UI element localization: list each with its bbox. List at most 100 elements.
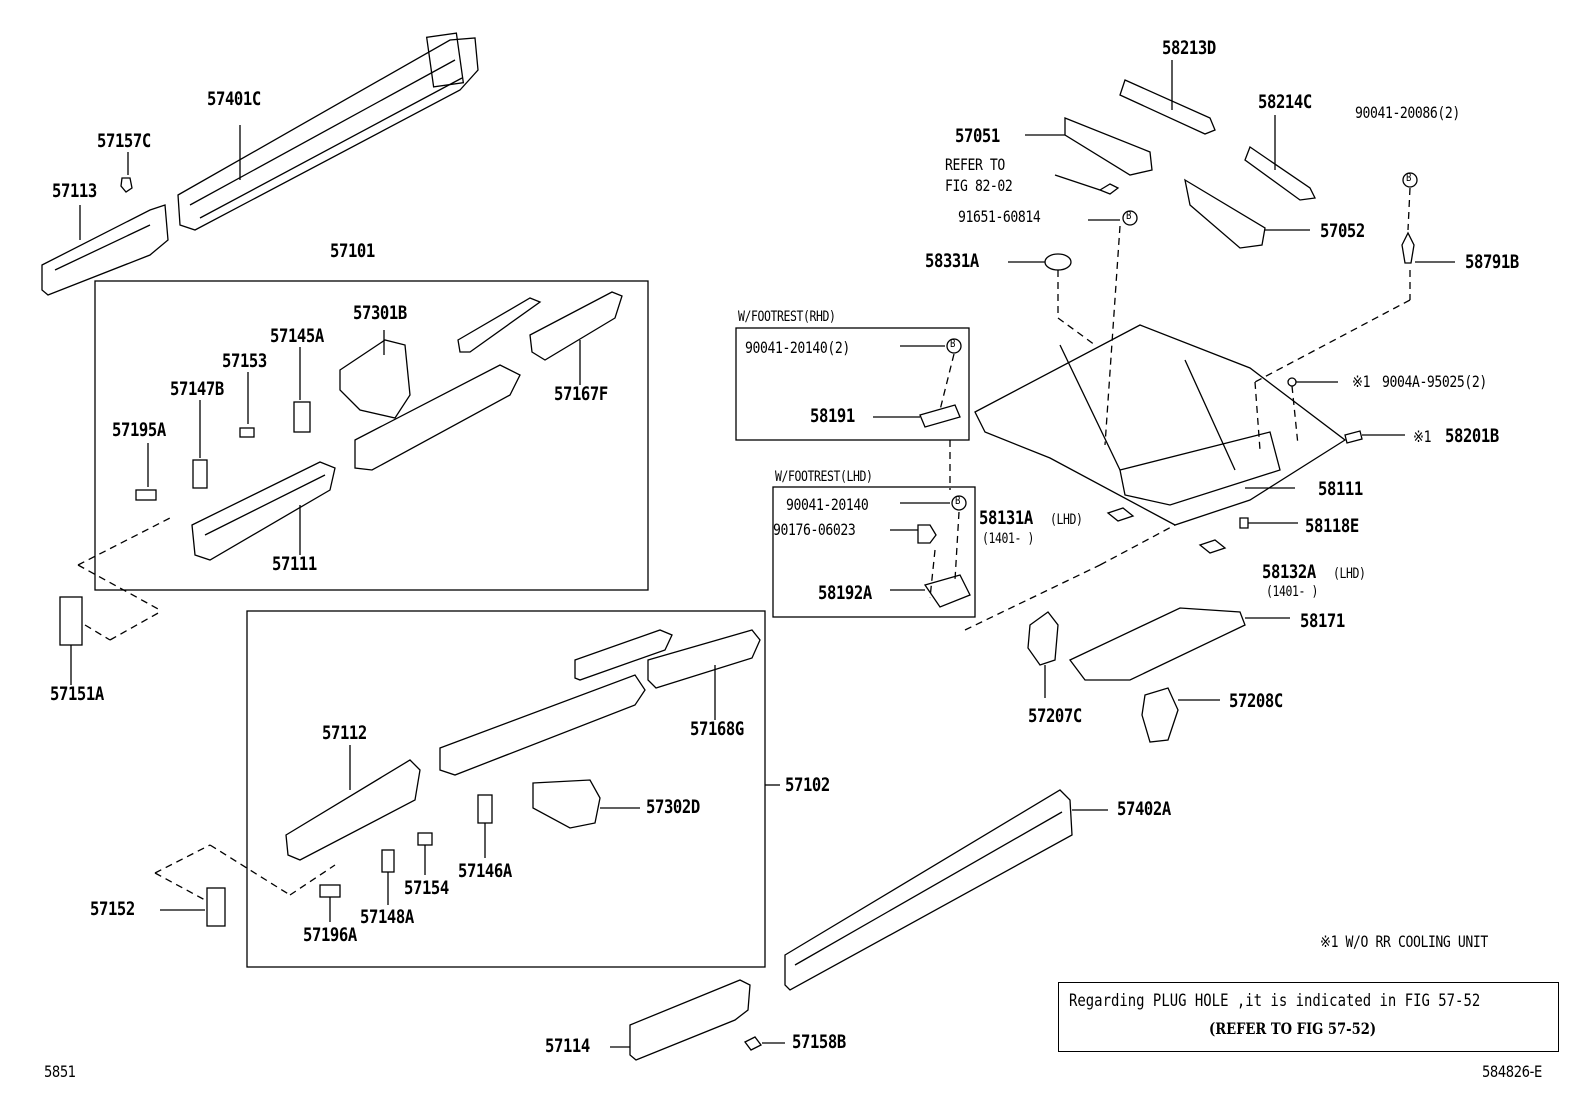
part-57301B-shape [339,330,411,419]
label-57402A[interactable]: 57402A [1117,798,1171,820]
label-refer-to: REFER TO [945,155,1005,174]
label-90176-06023[interactable]: 90176-06023 [773,520,856,539]
plug-hole-note: Regarding PLUG HOLE ,it is indicated in … [1069,991,1481,1011]
label-mark1-b: ※1 [1413,427,1432,446]
part-57301-rail-shape [354,364,521,471]
label-57102[interactable]: 57102 [785,774,830,796]
label-57111[interactable]: 57111 [272,553,317,575]
part-57145A-shape [293,401,311,433]
label-58132A[interactable]: 58132A [1262,561,1316,583]
part-57167F-shape [529,291,623,385]
label-57157C[interactable]: 57157C [97,130,151,152]
part-58192A-shape [923,574,971,608]
label-57158B[interactable]: 57158B [792,1031,846,1053]
part-57207C-shape [1027,611,1059,666]
part-57195A-shape [135,489,157,501]
label-57302D[interactable]: 57302D [646,796,700,818]
part-refer-fig-bracket-shape [1098,183,1120,195]
label-58192A[interactable]: 58192A [818,582,872,604]
label-fig-82-02[interactable]: FIG 82-02 [945,176,1013,195]
label-57147B[interactable]: 57147B [170,378,224,400]
part-57302D-shape [532,779,601,829]
part-57208C-shape [1141,687,1179,743]
label-58191[interactable]: 58191 [810,405,855,427]
label-58171[interactable]: 58171 [1300,610,1345,632]
part-57401C-shape [177,32,479,231]
label-57145A[interactable]: 57145A [270,325,324,347]
label-58132A-lhd: (LHD) [1333,566,1366,582]
group-box-footrest-lhd [772,486,976,618]
part-57147B-shape [192,459,208,489]
label-57208C[interactable]: 57208C [1229,690,1283,712]
part-57158B-shape [744,1036,762,1051]
plug-hole-note-box: Regarding PLUG HOLE ,it is indicated in … [1058,982,1559,1052]
label-57154[interactable]: 57154 [404,877,449,899]
label-57151A[interactable]: 57151A [50,683,104,705]
label-57114[interactable]: 57114 [545,1035,590,1057]
part-58131A-shape [1106,507,1135,522]
part-58791B-shape [1401,231,1415,264]
label-58131A-range: (1401- ) [982,531,1035,547]
part-57102-rail-lower-shape [439,674,646,776]
bolt-b-marker-shape [1122,210,1138,226]
label-57052[interactable]: 57052 [1320,220,1365,242]
label-57301B[interactable]: 57301B [353,302,407,324]
label-57152[interactable]: 57152 [90,898,135,920]
label-58331A[interactable]: 58331A [925,250,979,272]
label-57195A[interactable]: 57195A [112,419,166,441]
label-57167F[interactable]: 57167F [554,383,608,405]
label-57146A[interactable]: 57146A [458,860,512,882]
label-58791B[interactable]: 58791B [1465,251,1519,273]
part-57153-shape [239,427,255,438]
label-58118E[interactable]: 58118E [1305,515,1359,537]
label-57196A[interactable]: 57196A [303,924,357,946]
part-57111-shape [191,461,336,561]
part-57154-shape [417,832,433,846]
label-mark1-a: ※1 [1352,372,1371,391]
label-91651-60814[interactable]: 91651-60814 [958,207,1041,226]
label-58201B[interactable]: 58201B [1445,425,1499,447]
label-57113[interactable]: 57113 [52,180,97,202]
label-90041-20140-2[interactable]: 90041-20140(2) [745,338,850,357]
part-57148A-shape [381,849,395,873]
refer-fig-57-52-link[interactable]: (REFER TO FIG 57-52) [1209,1019,1377,1038]
label-90041-20140[interactable]: 90041-20140 [786,495,869,514]
label-57112[interactable]: 57112 [322,722,367,744]
part-rail-upper-shape [457,297,542,353]
label-57051[interactable]: 57051 [955,125,1000,147]
part-57051-shape [1064,117,1153,176]
bolt-b-90041-20086: B [1406,171,1412,184]
part-9004A-95025-shape [1287,377,1297,387]
bolt-b-rhd: B [950,337,956,350]
part-58132A-shape [1198,539,1227,554]
label-57207C[interactable]: 57207C [1028,705,1082,727]
label-58214C[interactable]: 58214C [1258,91,1312,113]
leader-dashed-57151A [77,517,171,641]
label-58131A[interactable]: 58131A [979,507,1033,529]
part-58214C-shape [1244,145,1316,201]
label-58131A-lhd: (LHD) [1050,512,1083,528]
label-57148A[interactable]: 57148A [360,906,414,928]
group-box-57102 [246,610,766,968]
part-57168G-shape [647,629,761,720]
part-58118E-shape [1239,517,1249,529]
label-58132A-range: (1401- ) [1266,584,1319,600]
part-57157C-shape [120,177,133,193]
part-57052-shape [1184,178,1266,249]
label-57168G[interactable]: 57168G [690,718,744,740]
label-90041-20086[interactable]: 90041-20086(2) [1355,103,1460,122]
part-90176-06023-shape [917,524,937,544]
part-58331A-shape [1044,253,1072,271]
label-footrest-lhd: W/FOOTREST(LHD) [775,469,873,485]
leader-dashed-57152 [154,844,336,901]
cooling-unit-note: ※1 W/O RR COOLING UNIT [1320,932,1488,951]
label-58111[interactable]: 58111 [1318,478,1363,500]
label-57101[interactable]: 57101 [330,240,375,262]
bolt-b-lhd: B [955,494,961,507]
label-58213D[interactable]: 58213D [1162,37,1216,59]
label-57153[interactable]: 57153 [222,350,267,372]
label-57401C[interactable]: 57401C [207,88,261,110]
part-57196A-shape [319,884,341,898]
part-57152-shape [206,887,226,927]
label-9004A-95025[interactable]: 9004A-95025(2) [1382,372,1487,391]
